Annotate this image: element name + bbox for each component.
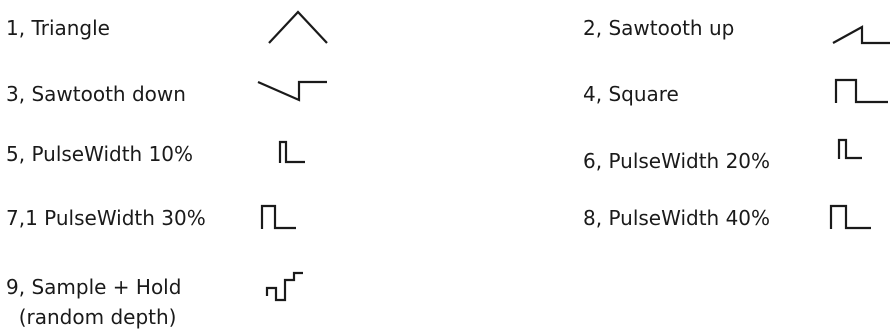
waveform-item-pulse-width-30: 7,1 PulseWidth 30%	[6, 200, 406, 250]
waveform-item-pulse-width-40: 8, PulseWidth 40%	[583, 200, 890, 250]
sawtooth-down-wave-icon	[257, 80, 329, 102]
pulse-width-10-icon	[278, 140, 307, 164]
waveform-item-square: 4, Square	[583, 78, 890, 130]
pulse-width-40-icon	[829, 204, 872, 230]
waveform-item-pulse-width-20: 6, PulseWidth 20%	[583, 138, 890, 190]
waveform-label: 4, Square	[583, 82, 679, 106]
square-wave-icon	[834, 78, 889, 104]
waveform-label: 1, Triangle	[6, 16, 110, 40]
waveform-item-pulse-width-10: 5, PulseWidth 10%	[6, 140, 406, 190]
waveform-label: 9, Sample + Hold (random depth)	[6, 275, 182, 329]
waveform-item-sawtooth-down: 3, Sawtooth down	[6, 80, 406, 130]
sample-and-hold-wave-icon	[265, 270, 306, 304]
waveform-label: 8, PulseWidth 40%	[583, 206, 771, 230]
triangle-wave-icon	[268, 10, 328, 44]
waveform-label: 5, PulseWidth 10%	[6, 142, 194, 166]
waveform-item-triangle: 1, Triangle	[6, 10, 406, 60]
sawtooth-up-wave-icon	[832, 25, 890, 45]
waveform-label: 3, Sawtooth down	[6, 82, 186, 106]
waveform-label: 7,1 PulseWidth 30%	[6, 206, 206, 230]
pulse-width-20-icon	[837, 138, 864, 160]
waveform-label: 2, Sawtooth up	[583, 16, 735, 40]
waveform-item-sample-and-hold: 9, Sample + Hold (random depth)	[6, 270, 406, 336]
waveform-label: 6, PulseWidth 20%	[583, 149, 771, 173]
pulse-width-30-icon	[260, 204, 297, 230]
waveform-item-sawtooth-up: 2, Sawtooth up	[583, 10, 890, 60]
